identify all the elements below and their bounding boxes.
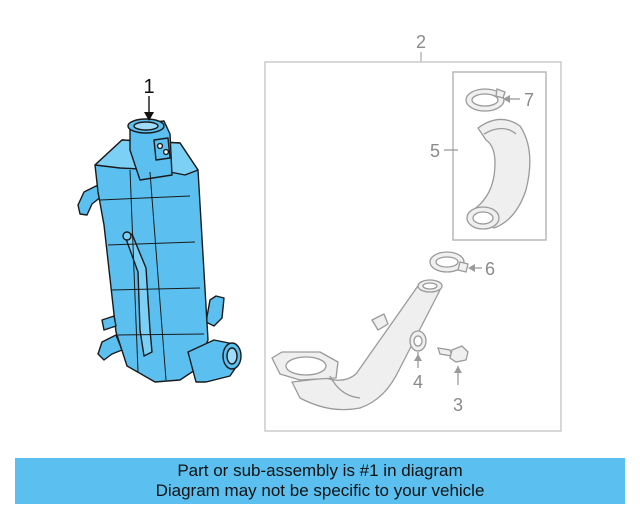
callout-4-label: 4 — [413, 372, 423, 392]
callout-1-label: 1 — [143, 76, 154, 98]
callout-6-arrowhead — [468, 264, 475, 272]
callout-3-arrowhead — [454, 366, 462, 373]
callout-2-label: 2 — [416, 32, 426, 52]
banner-line-2: Diagram may not be specific to your vehi… — [155, 481, 485, 500]
callout-5-label: 5 — [430, 141, 440, 161]
part-1-intercooler[interactable] — [77, 118, 242, 383]
part-7-clamp[interactable] — [465, 88, 506, 112]
part-6-clamp[interactable] — [429, 251, 469, 273]
part-3-bolt[interactable] — [437, 345, 469, 363]
callout-6-label: 6 — [485, 259, 495, 279]
banner-line-1: Part or sub-assembly is #1 in diagram — [177, 461, 463, 480]
callout-1-arrowhead — [144, 112, 154, 121]
part-5-hose[interactable] — [466, 118, 531, 230]
info-banner: Part or sub-assembly is #1 in diagram Di… — [15, 458, 625, 504]
callout-3-label: 3 — [453, 395, 463, 415]
callout-7-label: 7 — [524, 90, 534, 110]
part-2-pipe[interactable] — [271, 279, 443, 411]
assembly-2-box — [264, 52, 562, 432]
callout-4-arrowhead — [414, 354, 422, 361]
part-1-core-lines — [99, 169, 205, 381]
part-4-grommet[interactable] — [409, 330, 427, 352]
callout-7-arrowhead — [503, 95, 510, 103]
parts-diagram: 1 2 7 5 6 — [77, 32, 562, 432]
